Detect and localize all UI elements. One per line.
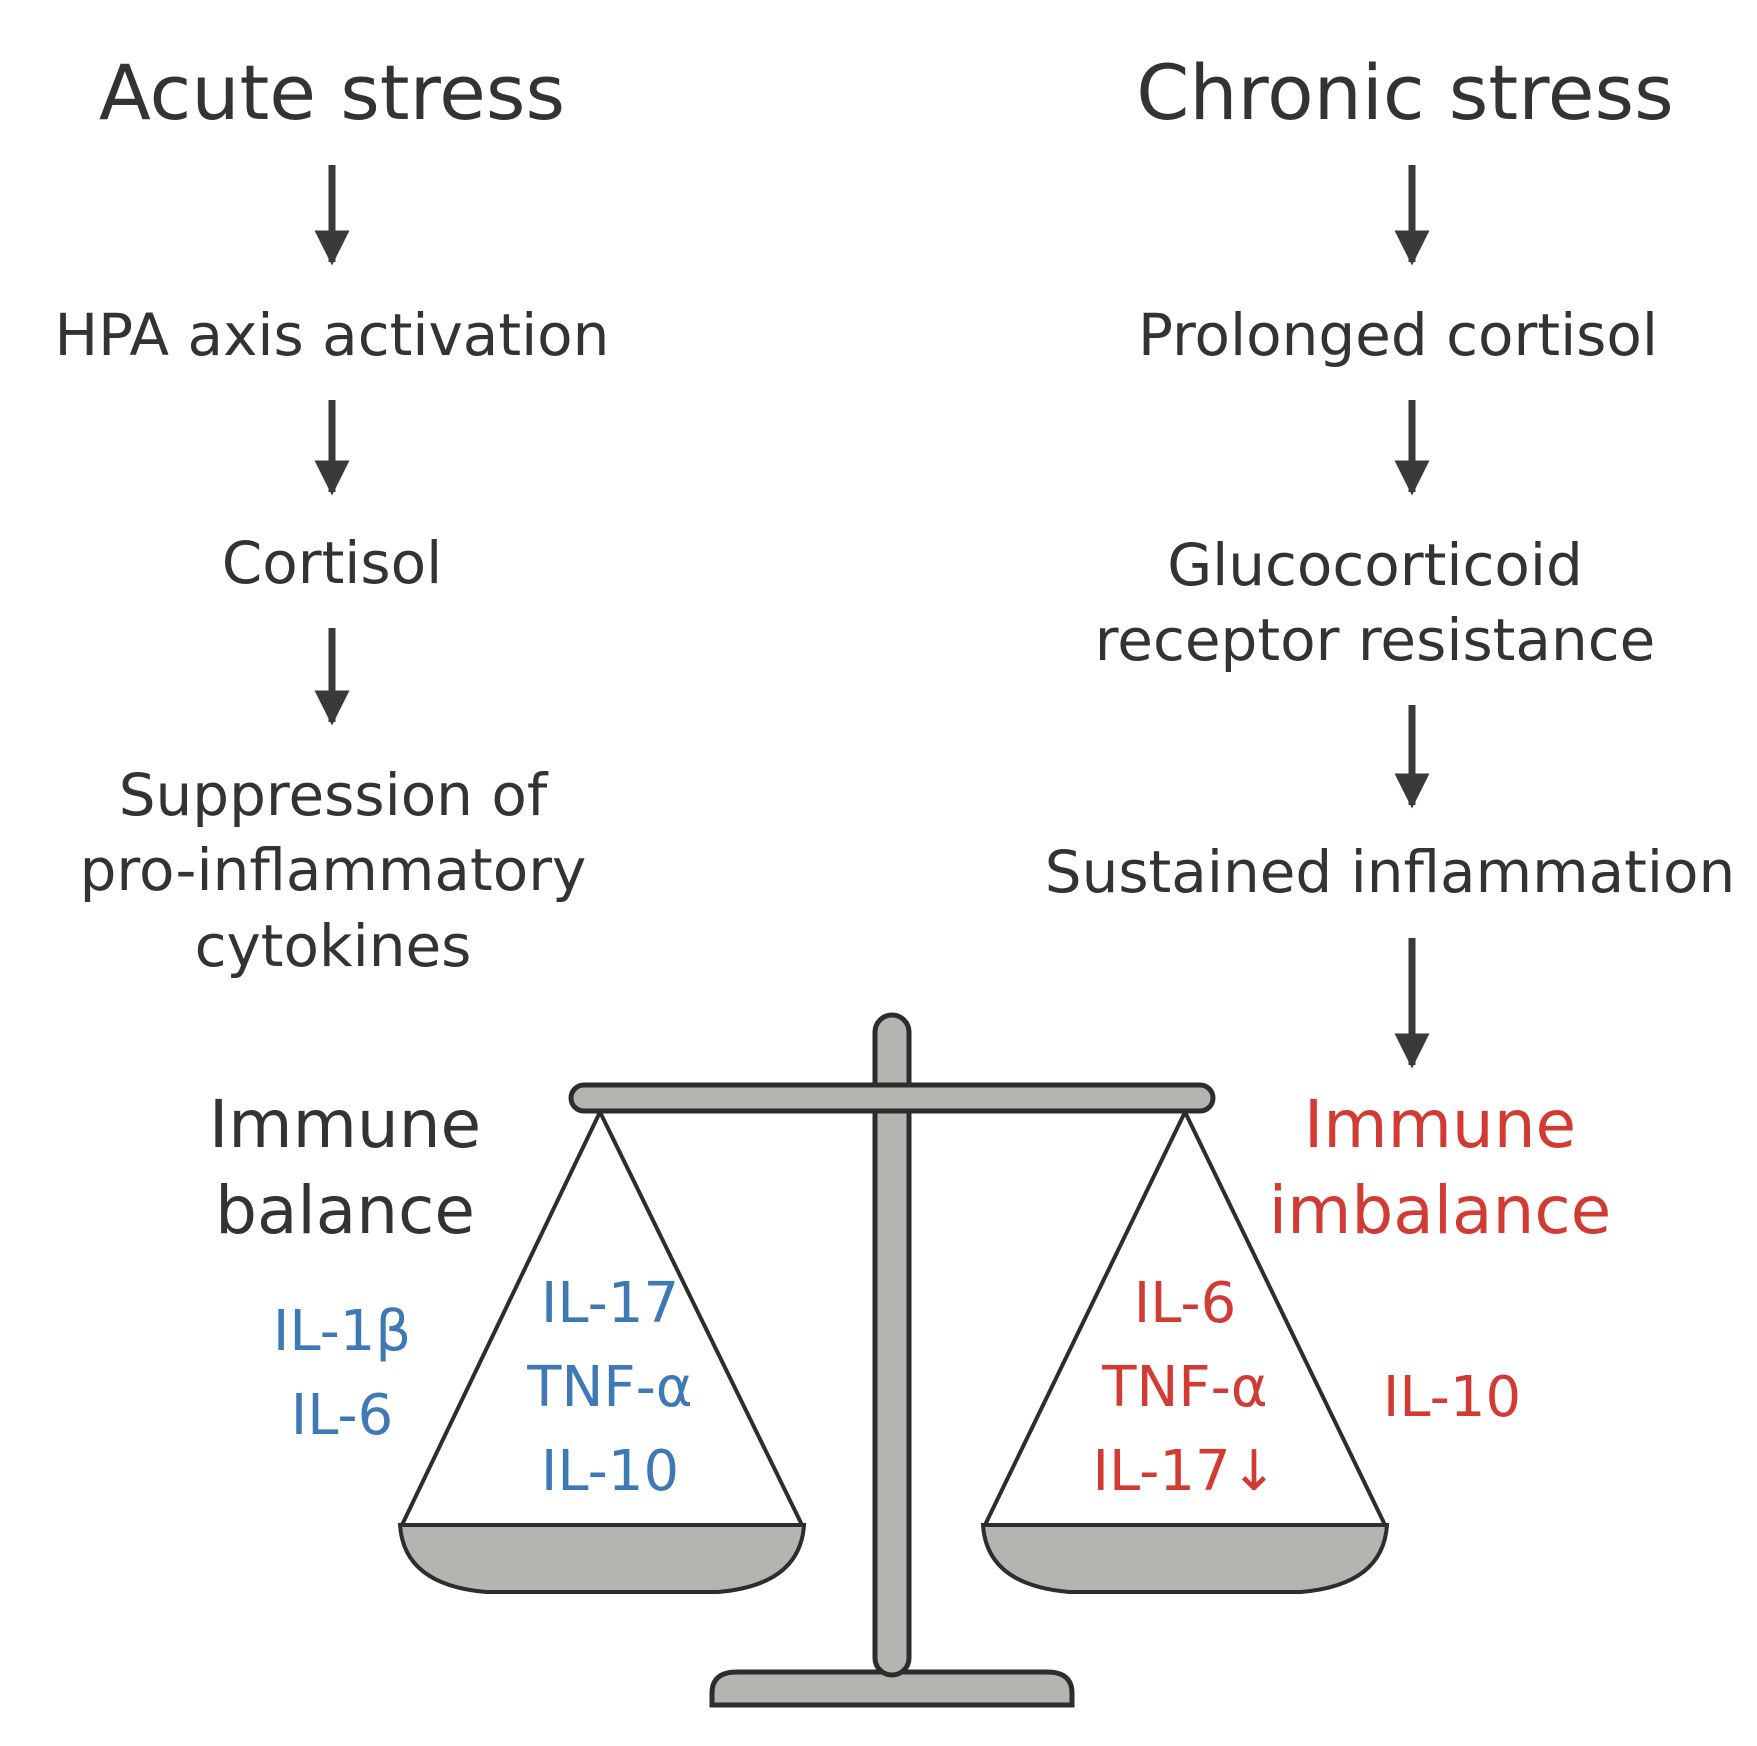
scale-beam	[568, 1082, 1216, 1114]
scale-base	[709, 1669, 1075, 1708]
right-pan	[980, 1523, 1390, 1594]
prolonged-cortisol-label: Prolonged cortisol	[1137, 301, 1659, 369]
left-pan-string-left	[400, 1111, 602, 1526]
chronic-outside-cytokines: IL-10	[1382, 1365, 1522, 1430]
left-pan	[397, 1523, 807, 1594]
left-pan-string-right	[598, 1111, 804, 1526]
immune-balance-label: Immune balance	[208, 1086, 482, 1249]
acute-pan-cytokines: IL-17 TNF-α IL-10	[527, 1271, 693, 1504]
right-pan-string-right	[1183, 1111, 1387, 1526]
immune-imbalance-label: Immune imbalance	[1268, 1086, 1612, 1249]
suppression-label: Suppression of pro-inflammatory cytokine…	[79, 761, 587, 980]
acute-outside-cytokines: IL-1β IL-6	[272, 1299, 412, 1448]
balance-scale-icon	[397, 1012, 1390, 1708]
chronic-pan-cytokines: IL-6 TNF-α IL-17↓	[1092, 1271, 1278, 1504]
hpa-axis-activation-label: HPA axis activation	[54, 301, 610, 369]
chronic-stress-title: Chronic stress	[1136, 48, 1674, 137]
acute-stress-title: Acute stress	[98, 48, 566, 137]
right-pan-string-left	[983, 1111, 1187, 1526]
cortisol-label: Cortisol	[221, 529, 443, 597]
sustained-inflammation-label: Sustained inflammation	[1044, 838, 1736, 906]
scale-post	[872, 1012, 912, 1678]
gr-resistance-label: Glucocorticoid receptor resistance	[1094, 531, 1656, 675]
